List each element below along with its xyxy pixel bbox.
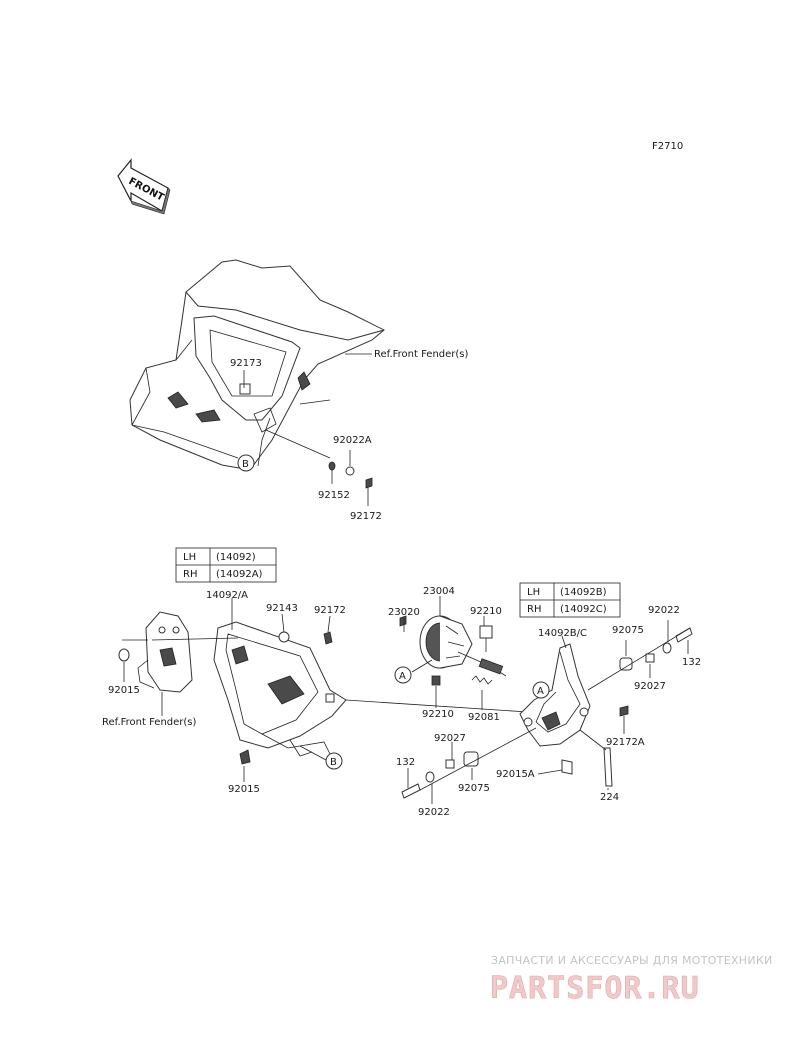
table-right-part-lh: (14092B) — [560, 587, 607, 598]
washer-92022-bottom-icon — [425, 771, 435, 783]
washer-92022-top-icon — [662, 642, 672, 654]
bushing-92075-bottom-icon — [463, 751, 479, 767]
svg-text:A: A — [537, 686, 544, 697]
bolt-224-icon — [603, 747, 613, 787]
label-14092B-C: 14092B/C — [538, 628, 587, 639]
table-left-side-lh: LH — [183, 552, 196, 563]
harness-92081 — [457, 651, 507, 685]
watermark-brand: PARTSFOR.RU — [490, 971, 700, 1006]
label-ref-front-fender-top: Ref.Front Fender(s) — [374, 349, 469, 360]
washer-92143-icon — [278, 631, 290, 643]
bushing-92075-top-icon — [619, 657, 633, 671]
svg-text:B: B — [242, 459, 249, 470]
label-92015-bottom: 92015 — [228, 784, 260, 795]
label-23004: 23004 — [423, 586, 455, 597]
label-132-bottom: 132 — [396, 757, 415, 768]
label-92022-bottom: 92022 — [418, 807, 450, 818]
label-92172A: 92172A — [606, 737, 645, 748]
label-92172-left: 92172 — [314, 605, 346, 616]
label-92210-a: 92210 — [470, 606, 502, 617]
headlight-23004 — [419, 615, 473, 686]
label-92015-left: 92015 — [108, 685, 140, 696]
svg-text:A: A — [399, 671, 406, 682]
label-92210-b: 92210 — [422, 709, 454, 720]
watermark-tagline: ЗАПЧАСТИ И АКСЕССУАРЫ ДЛЯ МОТОТЕХНИКИ — [491, 954, 773, 967]
table-right-part-rh: (14092C) — [560, 604, 607, 615]
left-mount-plate — [137, 611, 193, 693]
bolt-132-bottom-icon — [401, 783, 421, 799]
label-224: 224 — [600, 792, 619, 803]
callout-a-right: A — [532, 681, 550, 699]
label-92075-top: 92075 — [612, 625, 644, 636]
label-92027-top: 92027 — [634, 681, 666, 692]
label-14092-A: 14092/A — [206, 590, 248, 601]
label-92081: 92081 — [468, 712, 500, 723]
table-left-part-rh: (14092A) — [216, 569, 263, 580]
svg-text:B: B — [330, 757, 337, 768]
label-92172-top: 92172 — [350, 511, 382, 522]
collar-92027-top-icon — [645, 653, 655, 663]
label-92173: 92173 — [230, 358, 262, 369]
bolt-23020-icon — [399, 615, 407, 627]
table-right: LH (14092B) RH (14092C) — [519, 582, 621, 618]
collar-92027-bottom-icon — [445, 759, 455, 769]
label-92152: 92152 — [318, 490, 350, 501]
label-132-top: 132 — [682, 657, 701, 668]
headlight-bracket-14092B-C — [519, 643, 591, 747]
table-left-side-rh: RH — [183, 569, 197, 580]
table-left: LH (14092) RH (14092A) — [175, 547, 277, 583]
label-23020: 23020 — [388, 607, 420, 618]
callout-b-top: B — [237, 454, 255, 472]
callout-a-left: A — [394, 666, 412, 684]
headlight-bracket-14092 — [213, 621, 347, 757]
label-92027-bottom: 92027 — [434, 733, 466, 744]
bolt-92172A-icon — [619, 705, 629, 717]
label-ref-front-fender-left: Ref.Front Fender(s) — [102, 717, 197, 728]
label-92022A: 92022A — [333, 435, 372, 446]
table-right-side-rh: RH — [527, 604, 541, 615]
label-92022-top: 92022 — [648, 605, 680, 616]
nut-92015A-icon — [561, 759, 573, 775]
connector-92210 — [479, 625, 493, 652]
callout-b-bottom: B — [325, 752, 343, 770]
nut-92015-bottom-icon — [239, 749, 251, 765]
washer-92022A-icon — [345, 466, 355, 476]
front-arrow-icon: FRONT — [117, 158, 171, 215]
label-92015A: 92015A — [496, 769, 535, 780]
bolt-92172-icon — [365, 477, 373, 489]
bolt-92172-left-icon — [323, 631, 333, 645]
diagram-code: F2710 — [652, 141, 683, 152]
label-92143: 92143 — [266, 603, 298, 614]
label-92075-bottom: 92075 — [458, 783, 490, 794]
front-fender-cowl — [129, 259, 385, 471]
table-left-part-lh: (14092) — [216, 552, 256, 563]
table-right-side-lh: LH — [527, 587, 540, 598]
nut-92015-left-icon — [118, 648, 130, 662]
screw-92152-icon — [328, 461, 336, 471]
